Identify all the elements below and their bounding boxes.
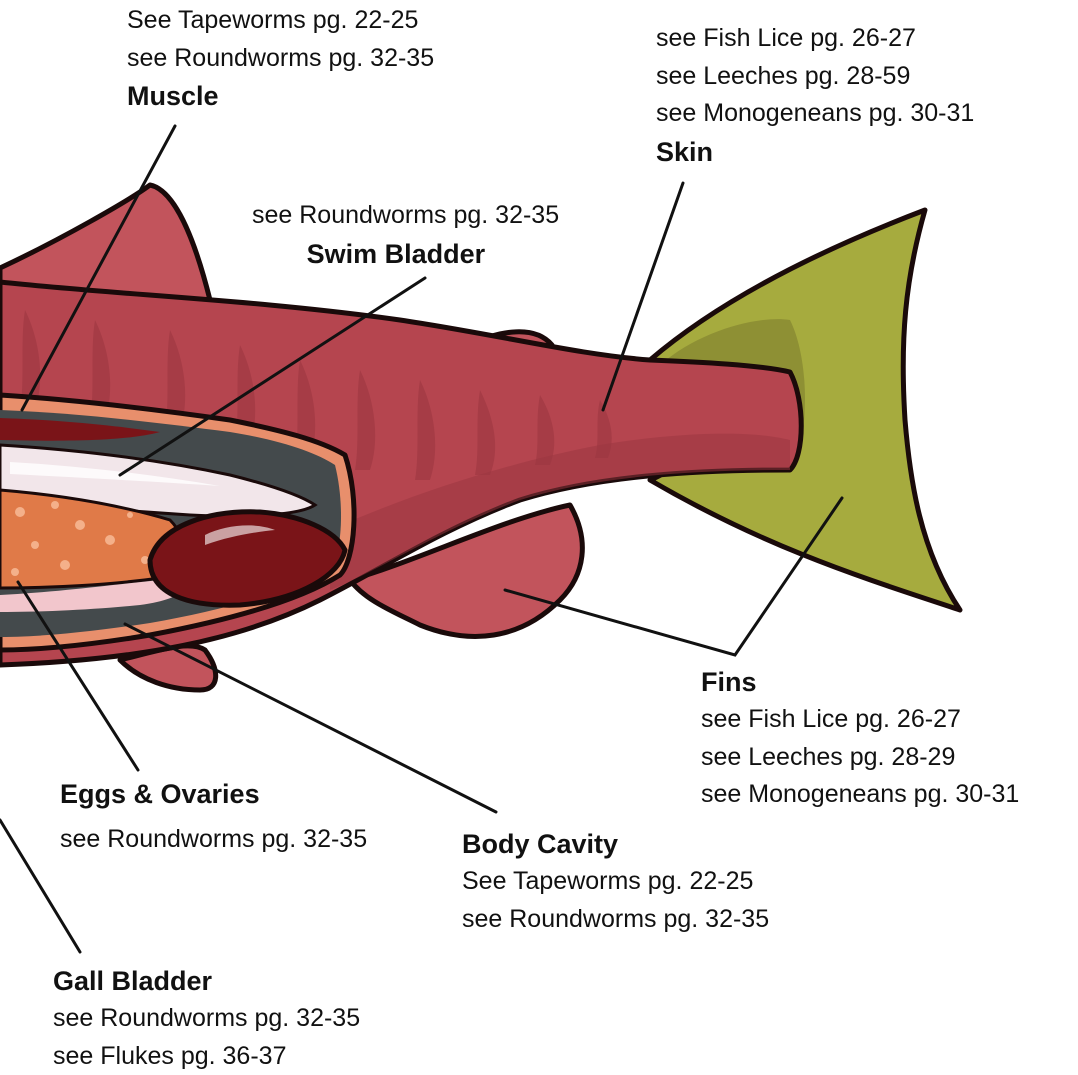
skin-label: see Fish Lice pg. 26-27 see Leeches pg. … xyxy=(656,20,974,171)
skin-title: Skin xyxy=(656,133,974,171)
fins-ref-3: see Monogeneans pg. 30-31 xyxy=(701,776,1019,814)
gall-bladder-title: Gall Bladder xyxy=(53,962,360,1000)
skin-ref-1: see Fish Lice pg. 26-27 xyxy=(656,20,974,58)
fins-label: Fins see Fish Lice pg. 26-27 see Leeches… xyxy=(701,663,1019,814)
eggs-ovaries-ref-1: see Roundworms pg. 32-35 xyxy=(60,821,367,859)
muscle-ref-2: see Roundworms pg. 32-35 xyxy=(127,40,434,78)
fins-ref-1: see Fish Lice pg. 26-27 xyxy=(701,701,1019,739)
swim-bladder-ref-1: see Roundworms pg. 32-35 xyxy=(252,197,559,235)
body-cavity-ref-1: See Tapeworms pg. 22-25 xyxy=(462,863,769,901)
muscle-label: See Tapeworms pg. 22-25 see Roundworms p… xyxy=(127,2,434,115)
gall-bladder-ref-1: see Roundworms pg. 32-35 xyxy=(53,1000,360,1038)
body-cavity-title: Body Cavity xyxy=(462,825,769,863)
eggs-ovaries-title: Eggs & Ovaries xyxy=(60,775,367,813)
body-cavity-ref-2: see Roundworms pg. 32-35 xyxy=(462,901,769,939)
body-cavity-label: Body Cavity See Tapeworms pg. 22-25 see … xyxy=(462,825,769,938)
gall-bladder-ref-2: see Flukes pg. 36-37 xyxy=(53,1038,360,1075)
swim-bladder-label: see Roundworms pg. 32-35 Swim Bladder xyxy=(252,197,559,273)
skin-ref-2: see Leeches pg. 28-59 xyxy=(656,58,974,96)
eggs-ovaries-label: Eggs & Ovaries see Roundworms pg. 32-35 xyxy=(60,775,367,859)
muscle-title: Muscle xyxy=(127,77,434,115)
swim-bladder-title: Swim Bladder xyxy=(252,235,485,273)
fins-ref-2: see Leeches pg. 28-29 xyxy=(701,739,1019,777)
fins-title: Fins xyxy=(701,663,1019,701)
muscle-ref-1: See Tapeworms pg. 22-25 xyxy=(127,2,434,40)
gall-bladder-label: Gall Bladder see Roundworms pg. 32-35 se… xyxy=(53,962,360,1075)
skin-ref-3: see Monogeneans pg. 30-31 xyxy=(656,95,974,133)
